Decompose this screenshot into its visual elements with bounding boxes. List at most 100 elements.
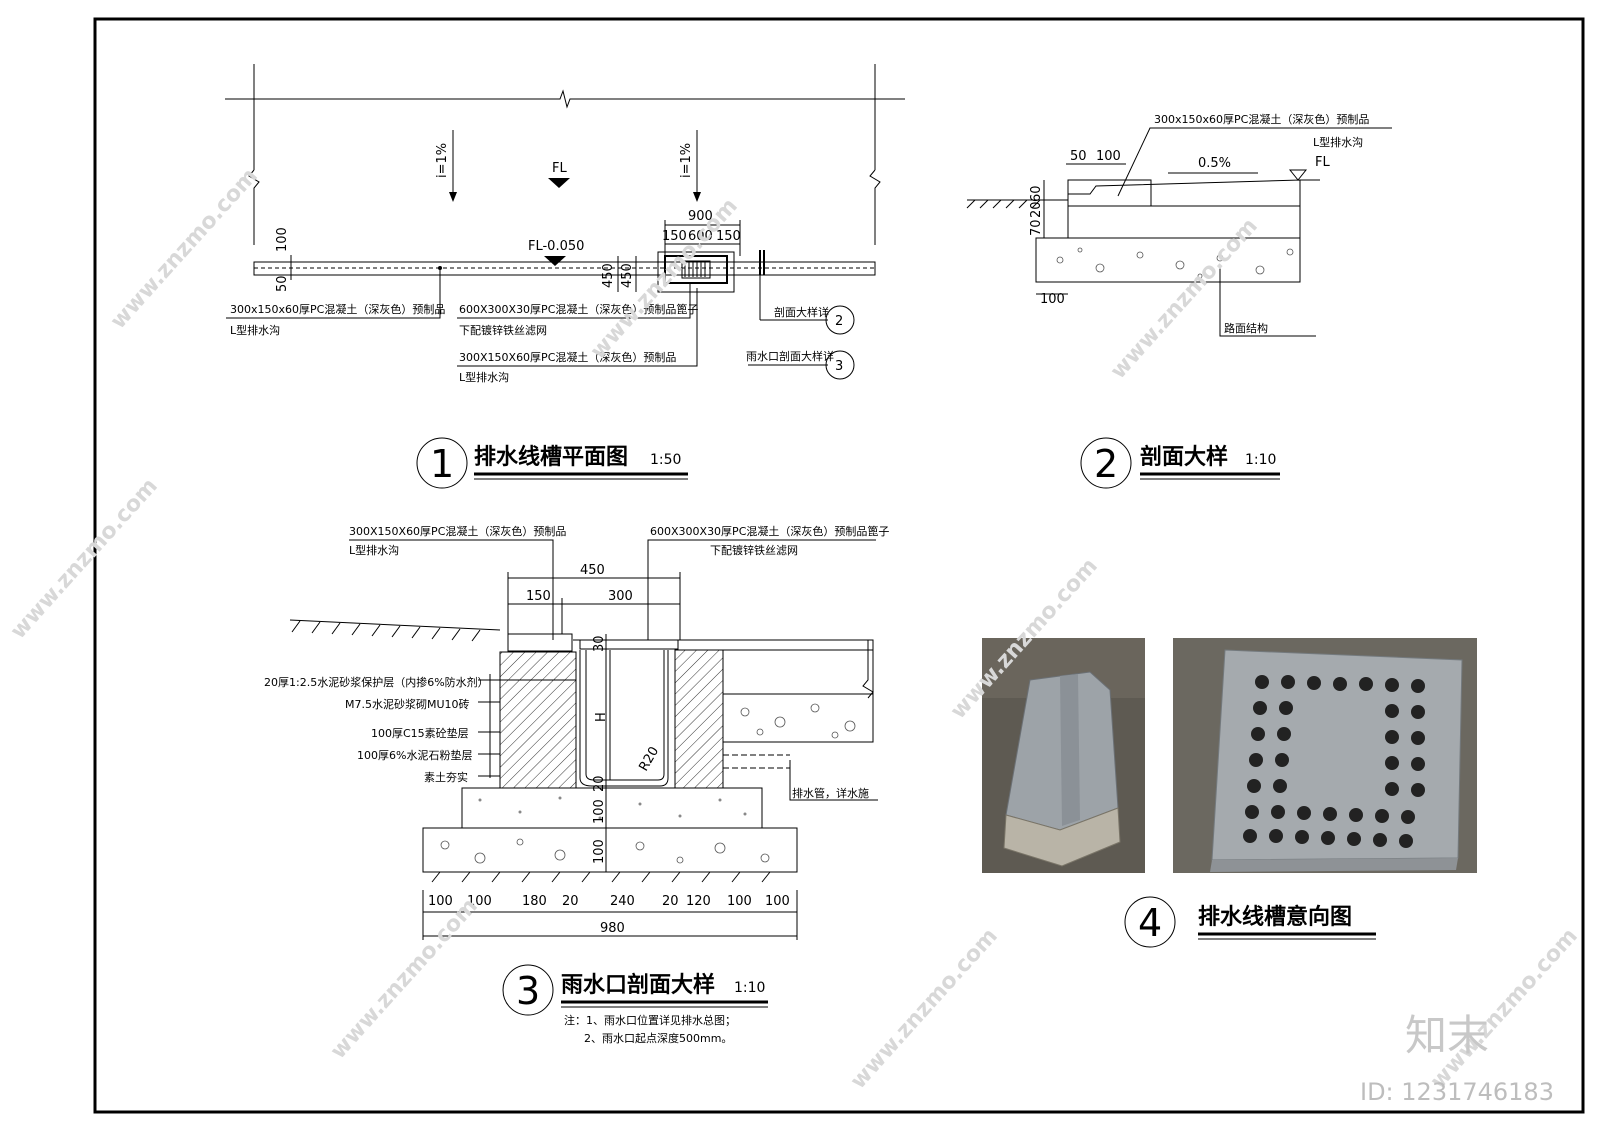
note-2: 2、雨水口起点深度500mm。 — [584, 1031, 732, 1045]
layer-label-3: 100厚C15素砼垫层 — [371, 726, 469, 740]
layer-label-4: 100厚6%水泥石粉垫层 — [357, 748, 472, 762]
bdim-8: 100 — [765, 894, 790, 909]
vdim-20: 20 — [592, 775, 607, 792]
callout-1-line2: L型排水沟 — [230, 323, 280, 337]
layer-label-5: 素土夯实 — [424, 770, 468, 784]
l-channel-photo — [982, 638, 1145, 873]
dim-50: 50 — [275, 275, 290, 292]
section-dim-100: 100 — [1096, 149, 1121, 164]
dim-900: 900 — [688, 209, 713, 224]
title-3-text: 雨水口剖面大样 — [561, 972, 715, 998]
bdim-6: 120 — [686, 894, 711, 909]
radius-R20: R20 — [636, 744, 662, 774]
topdim-150: 150 — [526, 589, 551, 604]
callout-2-line2: 下配镀锌铁丝滤网 — [459, 323, 547, 337]
vdim-100a: 100 — [592, 799, 607, 824]
watermark-site-6: www.znzmo.com — [326, 894, 483, 1064]
watermark-id: ID: 1231746183 — [1360, 1078, 1554, 1106]
inlet-callout-right-line2: 下配镀锌铁丝滤网 — [710, 543, 798, 557]
callout-2-line1: 600X300X30厚PC混凝土（深灰色）预制品篦子 — [459, 302, 698, 316]
watermark-site-8: www.znzmo.com — [1426, 924, 1583, 1094]
break-line-top — [225, 89, 905, 109]
callout-3-line1: 300X150X60厚PC混凝土（深灰色）预制品 — [459, 350, 676, 364]
stone-base — [422, 827, 798, 873]
fl-marker-triangle — [548, 178, 570, 188]
section-dim-70: 70 — [1029, 219, 1044, 236]
title-3-scale: 1:10 — [734, 980, 765, 996]
bdim-1: 100 — [467, 894, 492, 909]
fl-marker-label: FL — [552, 161, 567, 176]
topdim-450: 450 — [580, 563, 605, 578]
layer-label-1: 20厚1:2.5水泥砂浆保护层（内掺6%防水剂） — [264, 675, 489, 689]
inlet-callout-left-line2: L型排水沟 — [349, 543, 399, 557]
drain-pipe-label: 排水管，详水施 — [792, 786, 869, 800]
inlet-l-channel — [507, 633, 573, 652]
title-1-scale: 1:50 — [650, 452, 681, 468]
section-road-label: 路面结构 — [1224, 321, 1268, 335]
bdim-0: 100 — [428, 894, 453, 909]
right-brick-wall — [674, 649, 724, 789]
layer-label-2: M7.5水泥砂浆砌MU10砖 — [345, 697, 470, 711]
section-dim-60: 60 — [1029, 185, 1044, 202]
dim-150a: 150 — [662, 229, 687, 244]
section-dim-20: 20 — [1029, 201, 1044, 218]
watermark-brand: 知末 — [1405, 1011, 1489, 1060]
slope-label-right: i=1% — [679, 143, 694, 178]
section-dim-50: 50 — [1070, 149, 1087, 164]
road-base-section — [1035, 237, 1301, 283]
section-fl-label: FL — [1315, 155, 1330, 170]
sheet-border — [93, 17, 1585, 1114]
watermark-site-3: www.znzmo.com — [1106, 214, 1263, 384]
vdim-30: 30 — [592, 635, 607, 652]
reference-images: 4 排水线槽意向图 — [982, 638, 1477, 948]
vdim-100b: 100 — [592, 839, 607, 864]
title-1-circle — [416, 437, 468, 489]
topdim-300: 300 — [608, 589, 633, 604]
ref-detail-3-number: 3 — [835, 359, 843, 374]
l-channel-section — [1067, 179, 1152, 207]
title-3-circle — [502, 964, 554, 1016]
title-4-circle — [1124, 896, 1176, 948]
dim-600: 600 — [688, 229, 713, 244]
title-3-number: 3 — [516, 969, 540, 1013]
bdim-5: 20 — [662, 894, 679, 909]
bdim-7: 100 — [727, 894, 752, 909]
title-2-text: 剖面大样 — [1140, 444, 1228, 470]
left-brick-wall — [499, 651, 577, 789]
bottom-dimension-chain: 100 100 180 20 240 20 120 100 100 980 — [422, 890, 798, 940]
depth-H: H — [594, 712, 609, 722]
ref-detail-2-number: 2 — [835, 314, 843, 329]
ref-detail-3-label: 雨水口剖面大样详 — [746, 349, 834, 363]
section-detail-drawing: FL 0.5% 50 100 70 20 60 100 300x150x60厚P… — [966, 112, 1392, 489]
plan-drawing: i=1% i=1% FL FL-0.050 900 150 600 150 — [225, 64, 905, 489]
slope-label-left: i=1% — [435, 143, 450, 178]
callout-3-line2: L型排水沟 — [459, 370, 509, 384]
inlet-callout-right-line1: 600X300X30厚PC混凝土（深灰色）预制品篦子 — [650, 524, 889, 538]
dim-450b: 450 — [620, 263, 635, 288]
bdim-2: 180 — [522, 894, 547, 909]
fl-level-label: FL-0.050 — [528, 239, 584, 254]
watermark-site-4: www.znzmo.com — [6, 474, 163, 644]
section-callout-line1: 300x150x60厚PC混凝土（深灰色）预制品 — [1154, 112, 1369, 126]
ref-detail-3-circle — [825, 350, 855, 380]
grate-photo — [1173, 638, 1477, 873]
bdim-4: 240 — [610, 894, 635, 909]
total-980: 980 — [600, 921, 625, 936]
bdim-3: 20 — [562, 894, 579, 909]
c15-base — [461, 787, 763, 829]
ref-detail-2-circle — [825, 305, 855, 335]
title-1-number: 1 — [430, 442, 454, 486]
title-4-number: 4 — [1138, 901, 1162, 945]
section-dim-100b: 100 — [1040, 292, 1065, 307]
title-4-text: 排水线槽意向图 — [1198, 904, 1352, 930]
dim-450a: 450 — [601, 263, 616, 288]
callout-1-line1: 300x150x60厚PC混凝土（深灰色）预制品 — [230, 302, 445, 316]
dim-150b: 150 — [716, 229, 741, 244]
title-2-scale: 1:10 — [1245, 452, 1276, 468]
title-2-circle — [1080, 437, 1132, 489]
ref-detail-2-label: 剖面大样详 — [774, 305, 829, 319]
section-callout-line2: L型排水沟 — [1313, 135, 1363, 149]
section-slope: 0.5% — [1198, 156, 1231, 171]
note-1: 注：1、雨水口位置详见排水总图； — [564, 1013, 736, 1027]
